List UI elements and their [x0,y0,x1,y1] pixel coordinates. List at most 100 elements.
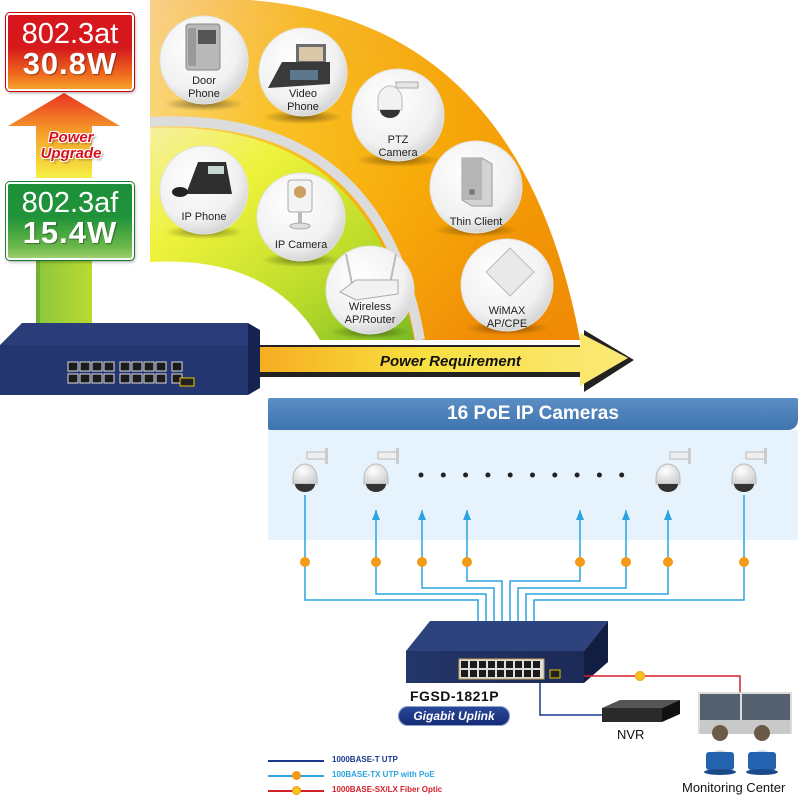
arrow-up-icon [622,510,630,520]
ethernet-port [470,670,477,677]
ellipsis-dot [418,472,424,478]
ethernet-port [533,670,540,677]
fiber-link [584,675,741,692]
svg-text:Phone: Phone [287,101,319,113]
arrow-up-icon [463,510,471,520]
poe-link [517,510,627,621]
poe-link [466,510,503,621]
poe-link [509,510,581,621]
poe-switch-product [0,323,260,395]
thin-client-icon [461,157,493,207]
ethernet-port [119,373,131,384]
ethernet-port [143,361,155,372]
ethernet-port [515,661,522,668]
poe-badge [663,557,673,567]
poe-link [375,510,487,621]
ellipsis-dot [485,472,491,478]
ethernet-port [79,373,91,384]
802-3at-badge: 802.3at 30.8W [5,12,135,92]
monitoring-center-label: Monitoring Center [682,780,786,795]
ethernet-port [515,670,522,677]
power-requirement-label: Power Requirement [380,353,522,370]
ethernet-port [91,361,103,372]
poe-link [525,510,669,621]
device-wireless-router: Wireless AP/Router [325,245,415,339]
ethernet-port [488,661,495,668]
svg-text:Video: Video [289,88,317,100]
svg-text:AP/Router: AP/Router [345,314,396,326]
ptz-camera-icon [731,448,767,492]
wimax-cpe-icon [485,247,535,297]
ellipsis-dot [530,472,535,478]
nvr-link [539,683,610,716]
poe-badge [621,557,631,567]
ethernet-port [524,661,531,668]
ethernet-port [79,361,91,372]
power-upgrade-label: Power Upgrade [40,129,102,162]
ellipsis-dot [574,472,580,478]
svg-text:Thin Client: Thin Client [450,216,503,228]
arrow-up-icon [372,510,380,520]
ethernet-port [131,361,143,372]
ethernet-port [497,661,504,668]
af-standard: 802.3af [21,187,119,219]
arrow-up-icon [418,510,426,520]
poe-badge [739,557,749,567]
poe-badge [300,557,310,567]
ethernet-port [470,661,477,668]
svg-text:IP Phone: IP Phone [181,211,226,223]
power-arc-diagram: Power Requirement Door Phone Video Phone [0,0,634,395]
arrow-up-icon [576,510,584,520]
device-thin-client: Thin Client [429,140,523,237]
svg-text:PTZ: PTZ [388,134,409,146]
ethernet-port [461,661,468,668]
svg-text:AP/CPE: AP/CPE [487,318,527,330]
camera-panel [268,430,798,540]
svg-text:Door: Door [192,75,216,87]
ethernet-port [533,661,540,668]
wireless-router-icon [339,253,399,301]
ethernet-port [479,670,486,677]
ethernet-port [506,661,513,668]
svg-text:Phone: Phone [188,88,220,100]
poe-link [421,510,495,621]
poe-badge [575,557,585,567]
ellipsis-dot [619,472,625,478]
poe-badge [371,557,381,567]
nvr-label: NVR [617,727,645,742]
fgsd-1821p-switch [406,621,608,683]
ethernet-port [67,373,79,384]
device-ip-camera: IP Camera [256,172,346,267]
svg-text:Camera: Camera [378,147,418,159]
svg-text:Wireless: Wireless [349,301,392,313]
door-phone-icon [185,23,221,71]
at-wattage: 30.8W [22,46,118,81]
switch-model-label: FGSD-1821P [410,688,500,704]
ptz-camera-icon [292,448,328,492]
camera-section-title: 16 PoE IP Cameras [268,398,798,430]
ethernet-port [524,670,531,677]
ethernet-port [67,361,79,372]
ethernet-port [155,361,167,372]
video-phone-icon [268,44,330,88]
ethernet-port [131,373,143,384]
802-3af-badge: 802.3af 15.4W [5,181,135,261]
fiber-badge-icon [292,786,301,795]
gigabit-uplink-badge: Gigabit Uplink [398,706,510,726]
fiber-badge [635,671,645,681]
ethernet-port [91,373,103,384]
ellipsis-dot [507,472,513,478]
ellipsis-dot [463,472,469,478]
ptz-camera-icon [377,81,419,118]
poe-badge [417,557,427,567]
device-wimax-cpe: WiMAX AP/CPE [460,238,554,335]
device-ptz-camera: PTZ Camera [351,68,445,167]
network-topology [292,448,792,775]
ethernet-port [155,373,167,384]
ethernet-port [479,661,486,668]
arrow-up-icon [664,510,672,520]
ethernet-port [488,670,495,677]
ethernet-port [103,361,115,372]
ethernet-port [506,670,513,677]
device-video-phone: Video Phone [258,27,348,124]
